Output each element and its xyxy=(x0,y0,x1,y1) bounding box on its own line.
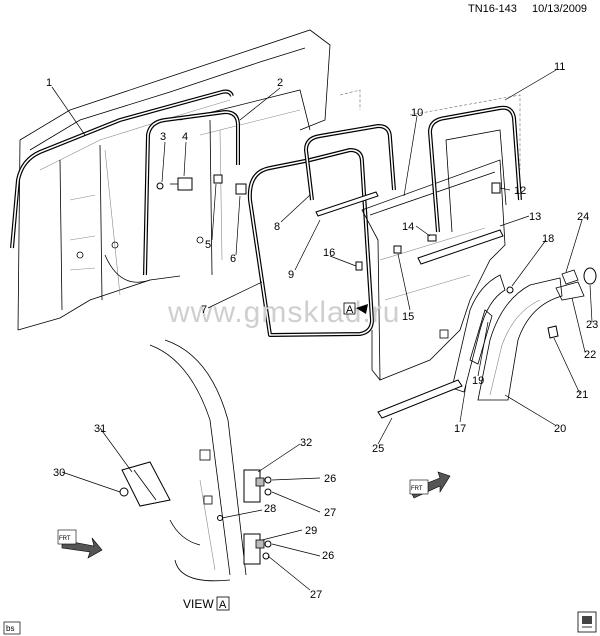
part-14-clip xyxy=(427,234,437,242)
callout-11: 11 xyxy=(554,61,565,73)
view-a-marker: A xyxy=(343,302,368,316)
part-20-wheel-flare xyxy=(477,277,563,401)
callout-8: 8 xyxy=(274,221,280,233)
part-28-pin xyxy=(217,515,223,521)
part-11-window-frame xyxy=(428,105,522,233)
callout-27-lower: 27 xyxy=(310,589,322,601)
callout-13: 13 xyxy=(529,211,541,223)
figure-date: 10/13/2009 xyxy=(532,3,587,15)
callout-27-upper: 27 xyxy=(324,507,336,519)
callout-9: 9 xyxy=(288,269,294,281)
part-25-rocker-molding xyxy=(377,379,463,419)
svg-text:A: A xyxy=(346,304,354,316)
callout-29: 29 xyxy=(305,525,317,537)
leader-lines xyxy=(51,69,593,591)
callout-18: 18 xyxy=(542,233,554,245)
view-label: VIEW xyxy=(183,597,214,611)
part-23-plug xyxy=(583,267,597,285)
part-5-clip xyxy=(213,174,223,184)
part-16-fastener xyxy=(355,261,363,271)
part-2-door-opening-seal xyxy=(143,110,240,276)
callout-15: 15 xyxy=(402,311,414,323)
callout-22: 22 xyxy=(584,349,596,361)
callout-23: 23 xyxy=(586,319,598,331)
part-9-belt-strip xyxy=(315,191,379,217)
document-icon xyxy=(577,611,597,633)
part-26-bolt-upper xyxy=(264,476,272,484)
figure-id: TN16-143 xyxy=(468,3,517,15)
part-4-striker xyxy=(170,177,193,191)
part-3-bolt xyxy=(156,182,164,190)
callout-10: 10 xyxy=(411,107,423,119)
front-arrow-lower: FRT xyxy=(57,529,103,559)
front-arrow-upper: FRT xyxy=(409,471,451,499)
part-31-hinge xyxy=(121,461,171,507)
callout-17: 17 xyxy=(454,423,466,435)
part-24-cap xyxy=(561,269,579,285)
part-21-fastener xyxy=(547,325,559,339)
callout-24: 24 xyxy=(577,211,589,223)
part-6-bumper xyxy=(235,183,247,195)
part-19-flare-molding xyxy=(469,309,493,365)
callout-26-upper: 26 xyxy=(324,473,336,485)
callout-2: 2 xyxy=(277,77,283,89)
svg-text:FRT: FRT xyxy=(59,536,71,542)
callouts: 1 2 3 4 5 6 7 8 9 10 11 12 13 14 15 16 1… xyxy=(46,61,598,601)
callout-7: 7 xyxy=(201,304,207,316)
callout-3: 3 xyxy=(160,131,166,143)
svg-text:FRT: FRT xyxy=(411,486,423,492)
callout-21: 21 xyxy=(576,389,588,401)
corner-code: bs xyxy=(6,624,14,633)
callout-12: 12 xyxy=(514,185,526,197)
part-32-hinge-upper xyxy=(243,469,265,503)
callout-19: 19 xyxy=(472,375,484,387)
callout-25: 25 xyxy=(372,443,384,455)
callout-31: 31 xyxy=(94,423,106,435)
reference-box xyxy=(339,89,521,170)
callout-20: 20 xyxy=(554,423,566,435)
view-a-detail xyxy=(149,339,247,582)
part-8-window-seal xyxy=(304,124,396,201)
part-26-bolt-lower xyxy=(264,540,272,548)
part-27-nut-lower xyxy=(262,552,270,560)
callout-1: 1 xyxy=(46,77,52,89)
callout-14: 14 xyxy=(402,221,414,233)
callout-30: 30 xyxy=(53,467,65,479)
callout-32: 32 xyxy=(300,437,312,449)
callout-5: 5 xyxy=(205,239,211,251)
part-30-bolt xyxy=(119,487,129,497)
callout-26-lower: 26 xyxy=(322,550,334,562)
part-13-belt-molding xyxy=(417,229,504,265)
part-22-bracket xyxy=(555,281,585,301)
callout-4: 4 xyxy=(182,131,188,143)
part-12-clip xyxy=(491,182,501,194)
watermark: www.gmsklad.ru xyxy=(167,296,400,329)
view-label-ref: A xyxy=(219,599,227,611)
part-17-flare-trim xyxy=(451,274,506,393)
callout-6: 6 xyxy=(230,253,236,265)
vehicle-body xyxy=(17,29,331,331)
callout-16: 16 xyxy=(323,247,335,259)
part-27-nut-upper xyxy=(264,488,272,496)
part-29-hinge-lower xyxy=(243,533,265,565)
part-18-nut xyxy=(506,286,514,294)
part-15-clip xyxy=(393,245,402,254)
callout-28: 28 xyxy=(264,503,276,515)
